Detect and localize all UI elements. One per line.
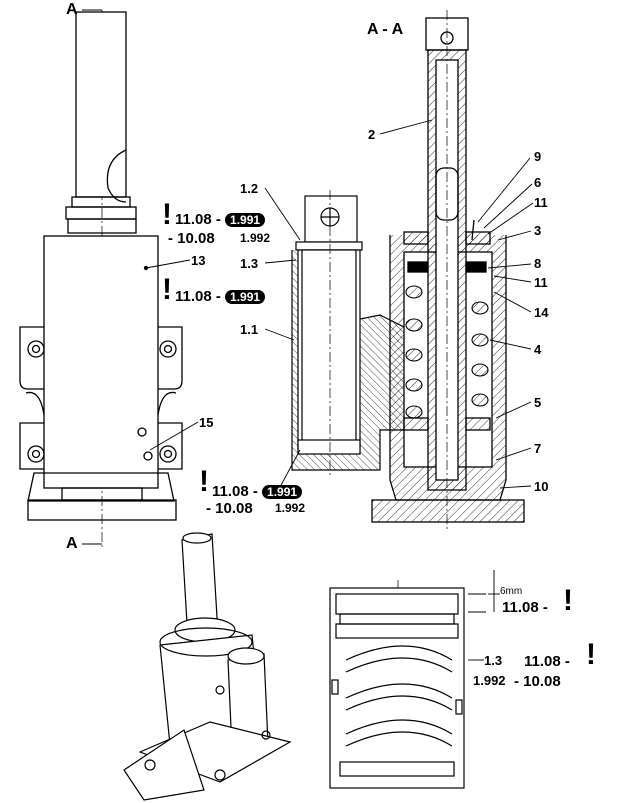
revision-note-1: 11.08 - 1.991 [175,211,266,228]
revision-exclamation-icon: ! [563,584,573,617]
isometric-view [123,532,292,801]
revision-part-badge: 1.991 [225,290,266,304]
nut-detail [329,570,500,790]
revision-note-3-sub: 1.992 [275,501,306,515]
revision-date: 11.08 - [175,211,221,228]
section-view [371,10,525,530]
callout-13: 13 [191,253,206,268]
callout-7: 7 [534,441,542,456]
callout-2: 2 [368,127,376,142]
nut-part-label: 1.3 [484,653,503,668]
callout-6: 6 [534,175,542,190]
revision-exclamation-icon: ! [162,198,172,231]
callout-3: 3 [534,223,542,238]
revision-exclamation-icon: ! [199,465,209,498]
revision-note-5-line2: - 10.08 [514,673,561,690]
revision-note-4: 11.08 - [502,599,548,616]
revision-note-5: 11.08 - [524,653,570,670]
section-mark-top: A [66,1,78,18]
leader-lines [145,119,534,489]
callout-4: 4 [534,342,542,357]
callout-15: 15 [199,415,214,430]
callout-11-b: 11 [534,275,548,290]
revision-note-3-line2: - 10.08 [206,500,253,517]
revision-exclamation-icon: ! [162,273,172,306]
callout-10: 10 [534,479,549,494]
revision-note-3: 11.08 - 1.991 [212,483,303,500]
revision-date: 11.08 - [212,483,258,500]
revision-note-1-sub: 1.992 [240,231,271,245]
callout-5: 5 [534,395,542,410]
callout-11: 11 [534,195,548,210]
callout-1-2: 1.2 [240,181,259,196]
callout-9: 9 [534,149,542,164]
section-title: A - A [367,21,404,38]
section-mark-bottom: A [66,535,78,552]
revision-note-5-sub: 1.992 [473,673,506,688]
revision-part-badge: 1.991 [225,213,266,227]
dimension-6mm: 6mm [500,586,523,597]
revision-note-2: 11.08 - 1.991 [175,288,266,305]
callout-1-1: 1.1 [240,322,259,337]
revision-part-badge: 1.991 [262,485,303,499]
front-view [19,9,183,548]
callout-14: 14 [534,305,549,320]
revision-date: 11.08 - [175,288,221,305]
revision-exclamation-icon: ! [586,638,596,671]
revision-note-1-line2: - 10.08 [168,230,215,247]
callout-1-3: 1.3 [240,256,259,271]
callout-8: 8 [534,256,542,271]
detail-1 [291,190,411,475]
